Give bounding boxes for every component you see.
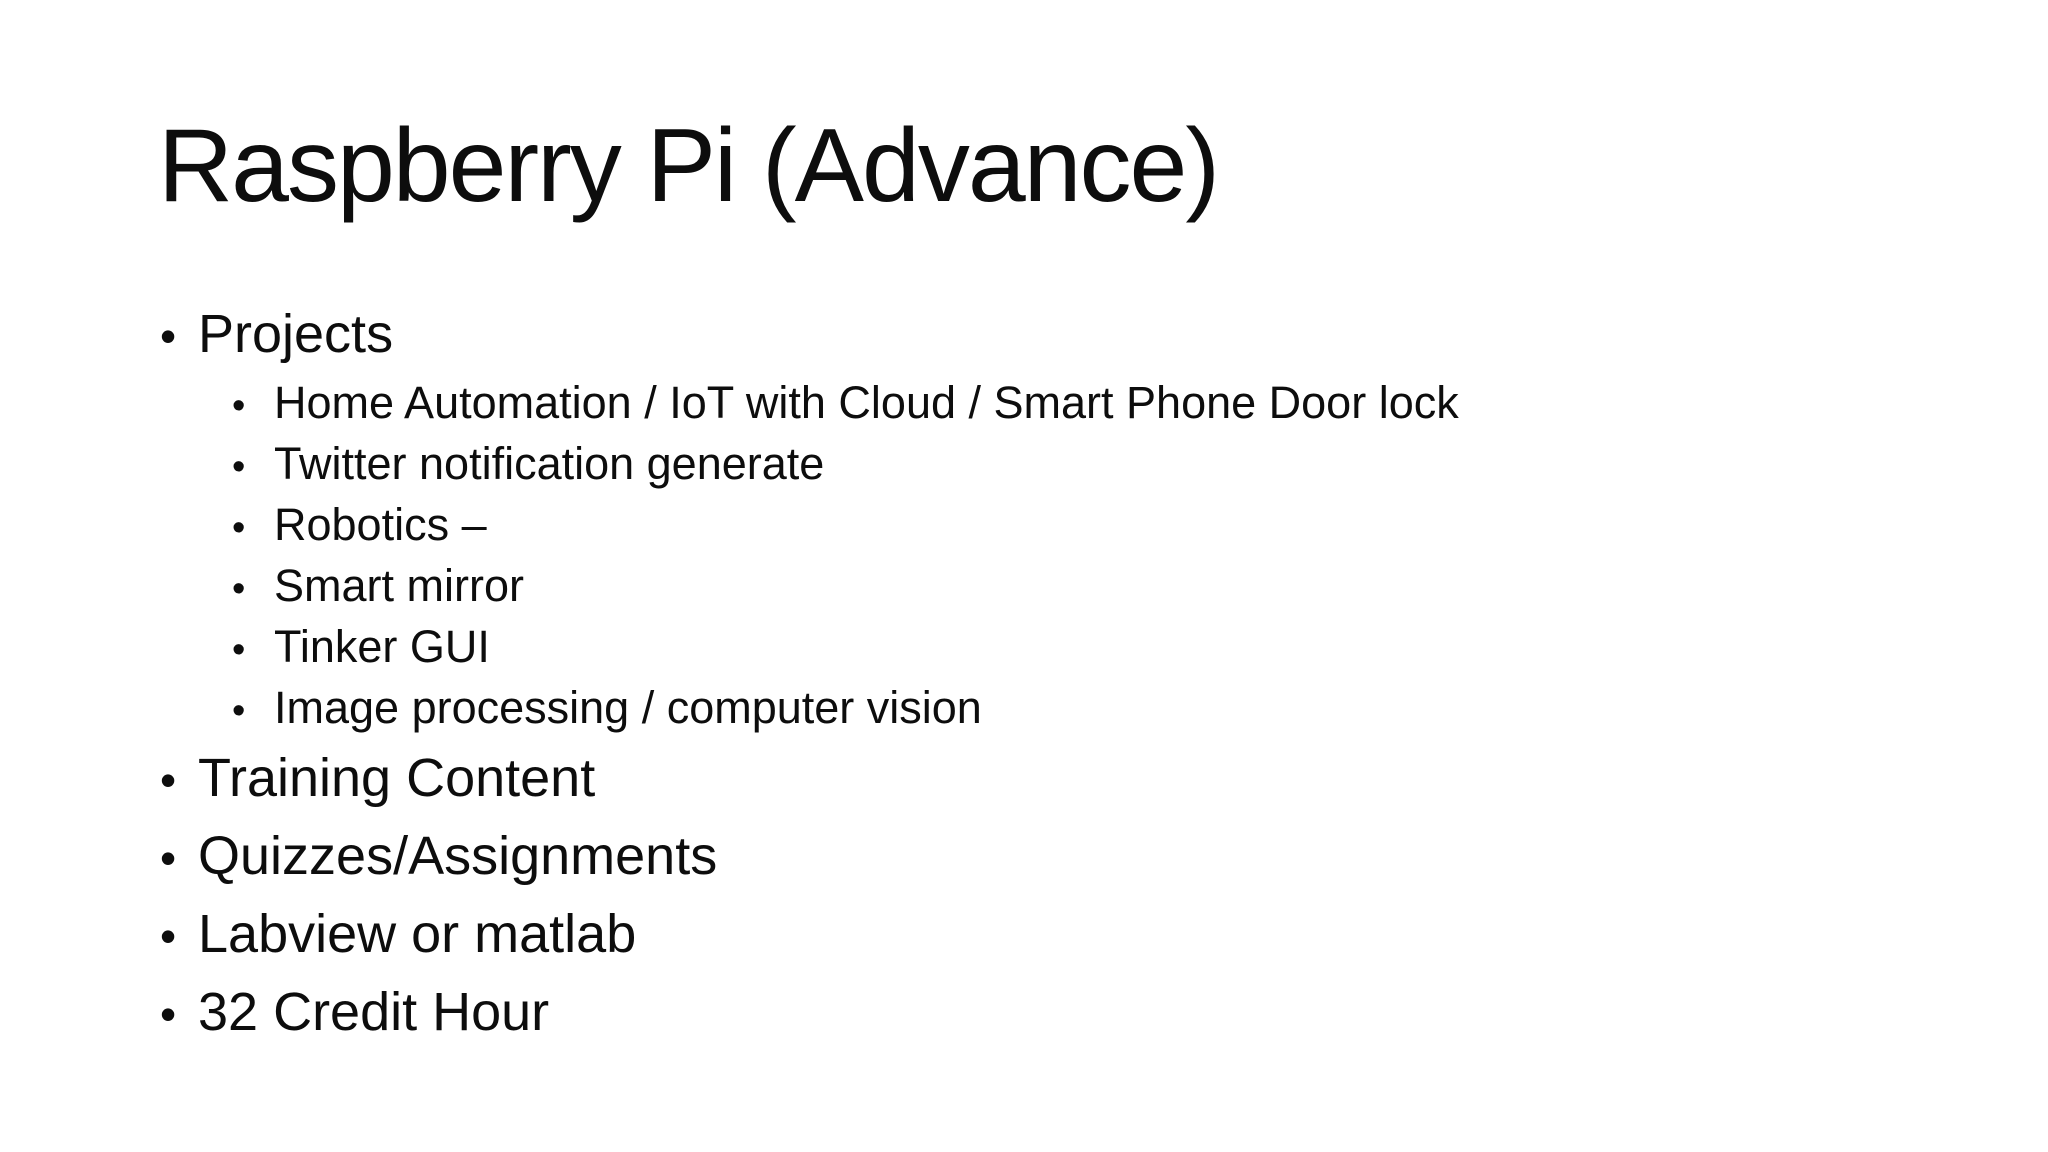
list-item: • Training Content [160,740,1459,818]
list-item-text: 32 Credit Hour [198,982,550,1042]
bullet-icon: • [232,568,246,610]
list-item: • Smart mirror [232,557,1459,618]
list-item: • Home Automation / IoT with Cloud / Smar… [232,374,1459,435]
bullet-icon: • [160,988,177,1040]
bullet-icon: • [232,446,246,488]
bullet-icon: • [232,690,246,732]
list-item-text: Twitter notification generate [274,438,825,489]
content-list: • Projects • Home Automation / IoT with Cl… [160,296,1459,1052]
list-item-text: Home Automation / IoT with Cloud / Smart… [274,377,1459,428]
list-item-text: Quizzes/Assignments [198,826,718,886]
list-item-text: Projects [198,304,394,364]
bullet-icon: • [160,832,177,884]
slide-title: Raspberry Pi (Advance) [158,108,1220,224]
bullet-icon: • [160,310,177,362]
bullet-icon: • [160,754,177,806]
bullet-icon: • [232,385,246,427]
bullet-icon: • [232,629,246,671]
list-item: • 32 Credit Hour [160,974,1459,1052]
bullet-icon: • [160,910,177,962]
list-item: • Robotics – [232,496,1459,557]
list-item-text: Image processing / computer vision [274,682,982,733]
list-item: • Twitter notification generate [232,435,1459,496]
list-item-text: Tinker GUI [274,621,490,672]
list-item-text: Smart mirror [274,560,524,611]
list-item: • Image processing / computer vision [232,679,1459,740]
list-item-text: Training Content [198,748,596,808]
list-item: • Quizzes/Assignments [160,818,1459,896]
list-item-text: Labview or matlab [198,904,637,964]
list-item: • Labview or matlab [160,896,1459,974]
list-item-text: Robotics – [274,499,487,550]
list-item: • Projects [160,296,1459,374]
bullet-icon: • [232,507,246,549]
list-item: • Tinker GUI [232,618,1459,679]
